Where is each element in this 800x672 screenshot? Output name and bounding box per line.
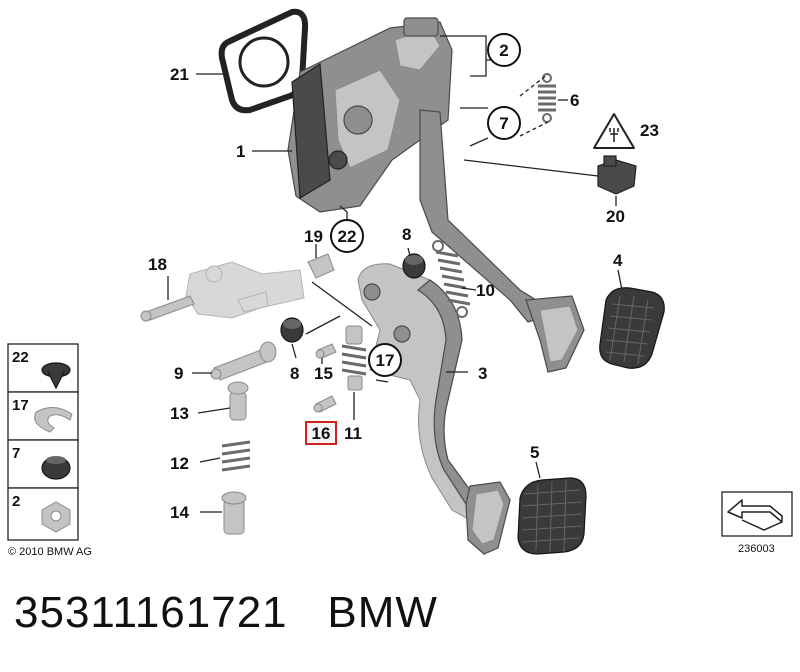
svg-text:17: 17 [376,351,395,370]
spring-part-11 [341,325,367,391]
pin-part-15 [315,343,337,359]
bushing-part-14 [221,491,247,535]
pedal-pad-part-5 [517,477,587,555]
return-spring-part-10 [432,240,471,318]
legend-box: 22 17 7 2 [7,343,79,541]
legend-label-2: 2 [12,493,20,510]
svg-text:22: 22 [338,227,357,246]
spring-part-12 [221,440,251,472]
callout-21: 21 [170,65,189,84]
leader-lines [167,35,623,513]
legend-label-22: 22 [12,349,29,366]
callout-9: 9 [174,364,183,383]
legend-part-22-clip [41,362,71,390]
pin-part-19 [307,253,335,279]
warning-triangle-icon [593,113,635,149]
callout-4: 4 [613,251,623,270]
callout-7: 7 [487,106,521,140]
callout-11: 11 [344,424,362,443]
bolt-part-9 [210,341,277,381]
callout-13: 13 [170,404,189,423]
callout-1: 1 [236,142,245,161]
callout-19: 19 [304,227,323,246]
svg-text:2: 2 [499,41,508,60]
callout-10: 10 [476,281,495,300]
callout-14: 14 [170,503,189,522]
master-cylinder-ghost [185,261,305,319]
callout-12: 12 [170,454,189,473]
callout-15: 15 [314,364,333,383]
callout-8-lower: 8 [290,364,299,383]
view-arrow-icon [721,491,793,537]
bumper-part-8-upper [402,253,426,279]
pin-part-18 [140,295,195,322]
callout-18: 18 [148,255,167,274]
legend-label-17: 17 [12,397,29,414]
spring-part-6 [538,73,556,123]
legend-part-17-washer [34,407,73,433]
callout-16-highlighted: 16 [305,421,337,445]
legend-part-7-bushing [41,456,71,480]
callout-8-upper: 8 [402,225,411,244]
brake-pedal-part-3 [357,263,511,555]
callout-22: 22 [330,219,364,253]
callout-6: 6 [570,91,579,110]
part-number: 35311161721 [14,588,288,637]
svg-text:16: 16 [312,424,331,443]
callout-23: 23 [640,121,659,140]
bushing-part-13 [227,381,249,421]
pedal-bracket-part-1 [287,17,453,213]
diagram-number: 236003 [738,543,775,555]
gasket-part-21 [218,8,309,114]
pin-part-16 [313,395,337,413]
svg-text:7: 7 [499,114,508,133]
pedal-pad-part-4 [599,287,665,369]
part-caption: 35311161721 BMW [14,588,438,638]
legend-label-7: 7 [12,445,20,462]
callout-20: 20 [606,207,625,226]
callout-17: 17 [368,343,402,377]
switch-part-20 [597,155,637,195]
callout-5: 5 [530,443,539,462]
brand-name: BMW [327,588,438,637]
clutch-pedal-lever [419,109,585,373]
bumper-part-8-lower [280,317,304,343]
legend-part-2-nut [41,501,71,533]
callout-3: 3 [478,364,487,383]
copyright-text: © 2010 BMW AG [8,546,92,558]
callout-2: 2 [487,33,521,67]
